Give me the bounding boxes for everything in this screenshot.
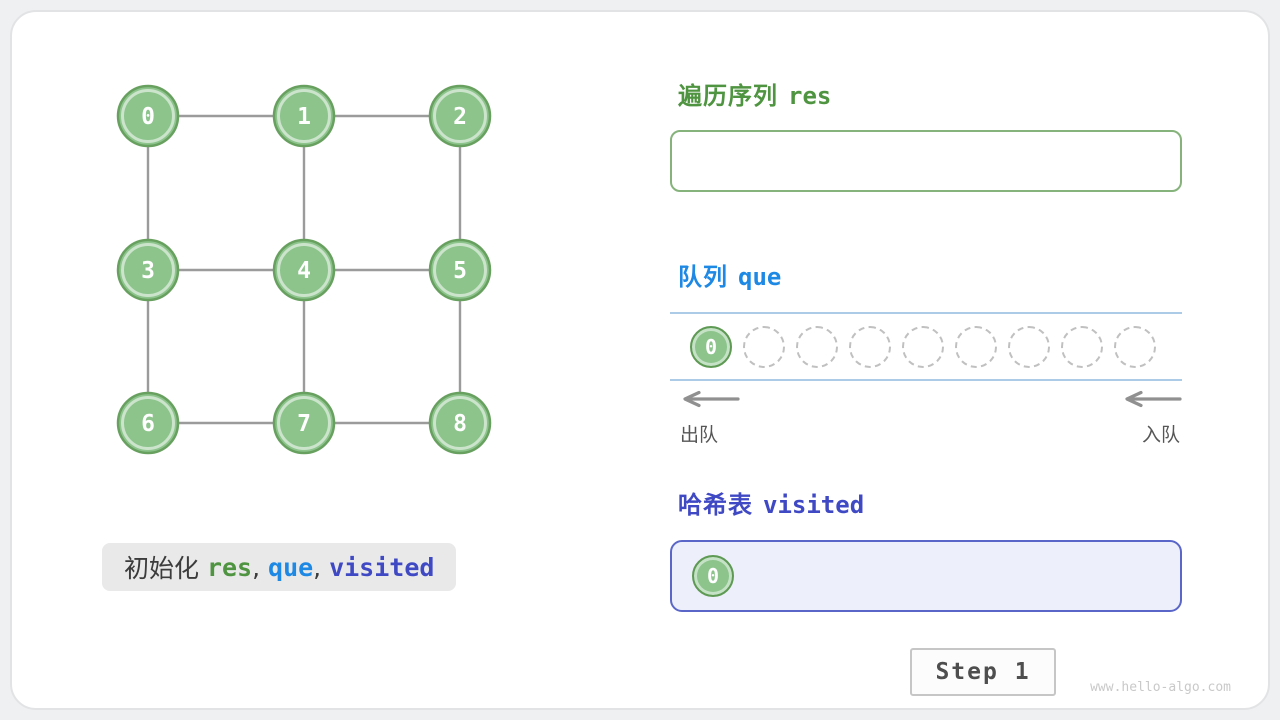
visited-title-code: visited: [763, 491, 865, 519]
graph-node: 6: [116, 391, 180, 455]
graph-node-label: 7: [297, 411, 311, 437]
visited-title-zh: 哈希表: [678, 491, 753, 519]
caption-segment: 初始化: [124, 554, 207, 583]
graph-node-label: 5: [453, 258, 467, 284]
dequeue-arrow-icon: [683, 390, 740, 408]
caption-segment: ,: [252, 552, 269, 582]
queue-section-title: 队列 que: [678, 257, 781, 292]
caption-segment: visited: [329, 552, 435, 582]
que-title-code: que: [738, 263, 782, 291]
queue-slot: [849, 325, 891, 368]
graph-node: 5: [428, 238, 492, 302]
res-list: [670, 130, 1182, 192]
queue-slot: [1061, 325, 1103, 368]
dequeue-label: 出队: [680, 424, 719, 446]
graph-node: 7: [272, 391, 336, 455]
graph-node-label: 2: [453, 104, 467, 130]
queue-slot: [1114, 325, 1156, 368]
enqueue-label: 入队: [1142, 424, 1181, 446]
graph-node: 2: [428, 84, 492, 148]
graph-node-label: 1: [297, 104, 311, 130]
caption-segment: que: [268, 552, 314, 582]
res-title-zh: 遍历序列: [678, 82, 778, 110]
visited-item: 0: [692, 555, 734, 597]
graph-node: 3: [116, 238, 180, 302]
graph: 0 1 2 3 4 5 6 7 8: [116, 84, 492, 455]
que-title-zh: 队列: [678, 263, 728, 291]
graph-node: 1: [272, 84, 336, 148]
res-section-title: 遍历序列 res: [678, 76, 831, 111]
graph-node-label: 3: [141, 258, 155, 284]
queue-track: 0: [670, 312, 1182, 381]
graph-node-label: 6: [141, 411, 155, 437]
graph-node: 4: [272, 238, 336, 302]
graph-node: 8: [428, 391, 492, 455]
queue-slot: [902, 325, 944, 368]
graph-node: 0: [116, 84, 180, 148]
queue-slot: 0: [690, 325, 732, 368]
caption-segment: res: [206, 552, 253, 582]
visited-section-title: 哈希表 visited: [678, 485, 864, 520]
enqueue-arrow-icon: [1125, 390, 1182, 408]
caption-segment: ,: [313, 552, 330, 582]
res-title-code: res: [788, 82, 832, 110]
queue-slot: [743, 325, 785, 368]
graph-node-label: 4: [297, 258, 311, 284]
graph-node-label: 0: [141, 104, 155, 130]
queue-slot: [796, 325, 838, 368]
watermark: www.hello-algo.com: [1090, 680, 1231, 695]
caption: 初始化 res, que, visited: [102, 543, 457, 591]
step-badge: Step 1: [910, 648, 1056, 696]
queue-slot: [955, 325, 997, 368]
graph-node-label: 8: [453, 411, 467, 437]
visited-list: 0: [670, 540, 1182, 612]
queue-slot: [1008, 325, 1050, 368]
